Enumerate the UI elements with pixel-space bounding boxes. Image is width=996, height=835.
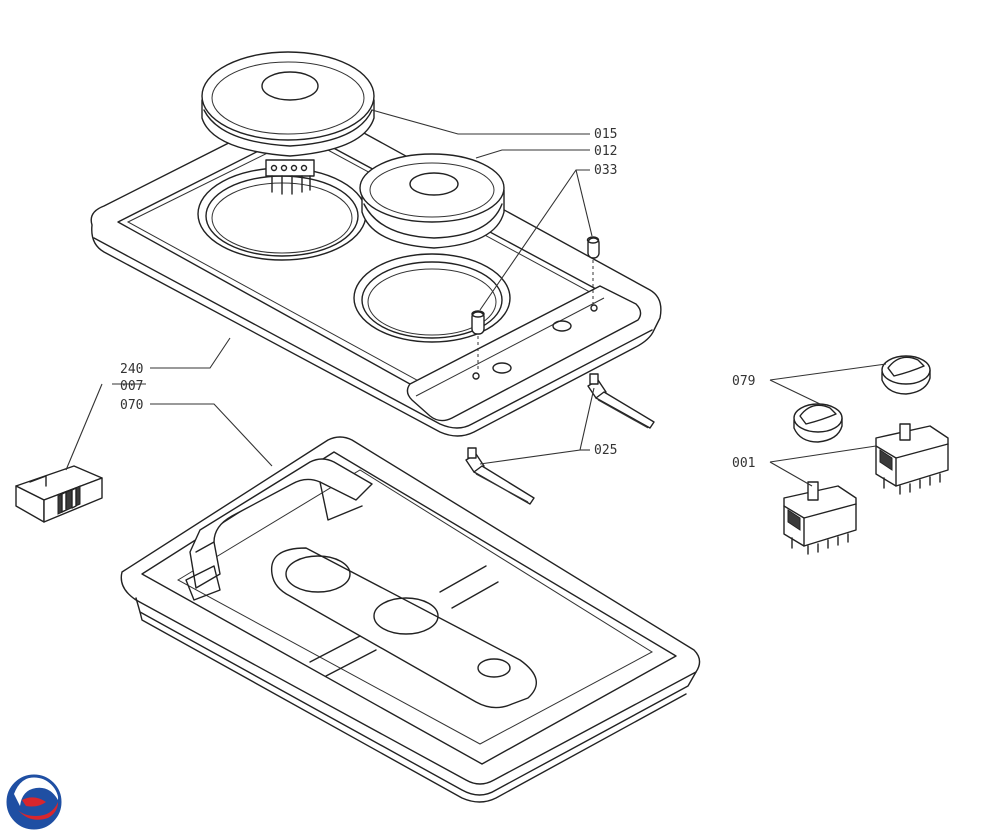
- large-hotplate: [201, 51, 375, 195]
- callout-007: 007: [120, 379, 143, 394]
- callout-033: 033: [594, 163, 617, 178]
- callout-079: 079: [732, 374, 755, 389]
- bottom-tray: [120, 436, 701, 803]
- mounting-pins: [471, 236, 600, 372]
- small-hotplate: [359, 153, 505, 249]
- hob-top-plate: [90, 106, 662, 437]
- energy-regulators: [783, 423, 949, 555]
- callout-015: 015: [594, 127, 617, 142]
- terminal-block: [15, 465, 103, 523]
- callout-070: 070: [120, 398, 143, 413]
- brand-logo-icon: [6, 774, 62, 830]
- callout-012: 012: [594, 144, 617, 159]
- callout-025: 025: [594, 443, 617, 458]
- control-knobs: [793, 355, 931, 443]
- sensor-probes: [465, 373, 655, 505]
- leader-lines: [65, 109, 887, 487]
- callout-240: 240: [120, 362, 143, 377]
- callout-001: 001: [732, 456, 755, 471]
